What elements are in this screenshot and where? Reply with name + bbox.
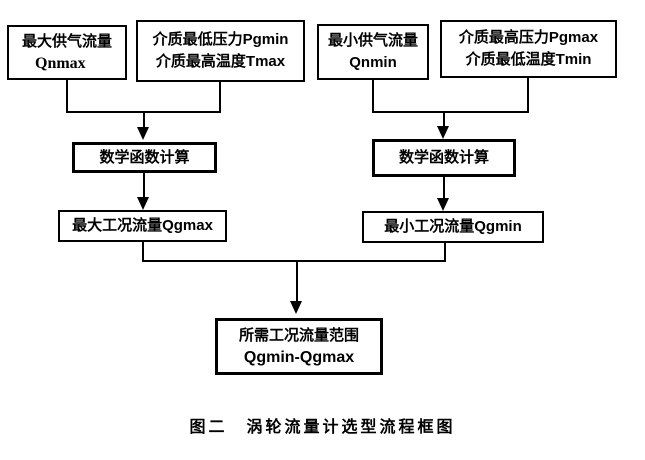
connector-final-stem bbox=[296, 260, 298, 302]
box-pgmax-tmin-line1: 介质最高压力Pgmax bbox=[458, 29, 599, 46]
box-qgmin: 最小工况流量Qgmin bbox=[362, 211, 544, 243]
box-pgmin-tmax-line1: 介质最低压力Pgmin bbox=[152, 31, 289, 48]
connector-right-input2-drop bbox=[527, 78, 529, 113]
connector-right-input1-drop bbox=[372, 80, 374, 113]
connector-left-input1-drop bbox=[66, 80, 68, 113]
box-pgmin-tmax-line2: 介质最高温度Tmax bbox=[155, 53, 286, 70]
box-qnmax-line2: Qnmax bbox=[35, 54, 86, 72]
connector-calc-left-to-qgmax bbox=[143, 173, 145, 198]
arrow-down-icon bbox=[137, 127, 149, 140]
box-result-range: 所需工况流量范围 Qgmin-Qgmax bbox=[215, 318, 383, 375]
arrow-down-icon bbox=[290, 301, 302, 314]
connector-left-input2-drop bbox=[219, 82, 221, 113]
connector-qgmax-drop bbox=[142, 242, 144, 262]
connector-calc-right-to-qgmin bbox=[443, 177, 445, 199]
box-qnmax: 最大供气流量 Qnmax bbox=[7, 25, 127, 80]
connector-left-calc-stem bbox=[143, 113, 145, 128]
connector-bottom-merge-bar bbox=[142, 260, 446, 262]
box-qnmin: 最小供气流量 Qnmin bbox=[317, 24, 429, 80]
box-qgmin-label: 最小工况流量Qgmin bbox=[384, 218, 522, 235]
box-pgmax-tmin-line2: 介质最低温度Tmin bbox=[465, 51, 592, 68]
connector-left-merge-bar bbox=[66, 111, 221, 113]
connector-right-calc-stem bbox=[443, 113, 445, 127]
box-qgmax-label: 最大工况流量Qgmax bbox=[72, 217, 213, 234]
box-pgmin-tmax: 介质最低压力Pgmin 介质最高温度Tmax bbox=[136, 20, 305, 82]
figure-caption: 图二 涡轮流量计选型流程框图 bbox=[189, 419, 456, 436]
connector-right-merge-bar bbox=[372, 111, 529, 113]
arrow-down-icon bbox=[137, 197, 149, 210]
box-calc-right: 数学函数计算 bbox=[372, 139, 516, 177]
box-pgmax-tmin: 介质最高压力Pgmax 介质最低温度Tmin bbox=[440, 20, 617, 78]
box-calc-left-label: 数学函数计算 bbox=[99, 148, 190, 166]
box-qnmax-line1: 最大供气流量 bbox=[21, 32, 112, 50]
box-qnmin-line2: Qnmin bbox=[349, 54, 397, 71]
box-calc-right-label: 数学函数计算 bbox=[398, 149, 489, 166]
box-calc-left: 数学函数计算 bbox=[72, 142, 217, 173]
box-qnmin-line1: 最小供气流量 bbox=[327, 32, 418, 49]
box-result-range-line2: Qgmin-Qgmax bbox=[243, 348, 355, 366]
box-qgmax: 最大工况流量Qgmax bbox=[58, 210, 227, 242]
connector-qgmin-drop bbox=[444, 243, 446, 262]
box-result-range-line1: 所需工况流量范围 bbox=[238, 326, 359, 344]
arrow-down-icon bbox=[437, 126, 449, 139]
arrow-down-icon bbox=[437, 198, 449, 211]
